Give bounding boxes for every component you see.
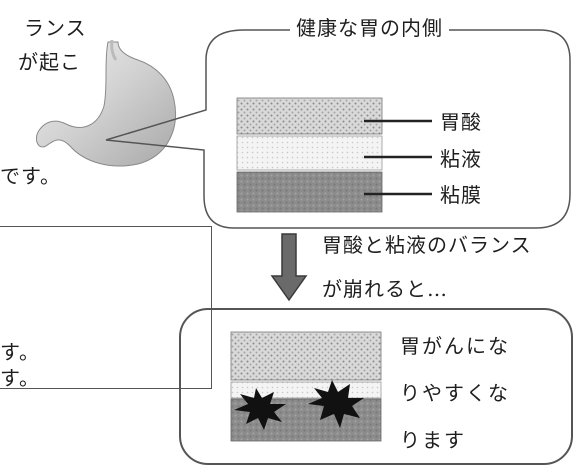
healthy-layer-diagram [236, 97, 432, 213]
layer-label-mucosa: 粘膜 [440, 183, 482, 207]
acid-layer [236, 97, 383, 135]
transition-caption: が崩れると… [322, 277, 448, 301]
result-text-line: ります [400, 428, 466, 452]
result-text-line: りやすくな [400, 381, 510, 405]
mucosa-layer [236, 171, 383, 213]
result-box [179, 308, 573, 465]
mucus-layer [236, 135, 383, 171]
down-arrow-icon [270, 233, 308, 302]
transition-caption: 胃酸と粘液のバランス [322, 233, 532, 257]
layer-label-acid: 胃酸 [440, 110, 482, 134]
damage-burst-icon [234, 388, 286, 430]
result-text-line: 胃がんにな [400, 334, 510, 358]
left-info-box [0, 226, 212, 389]
cut-text-fragment: す。 [0, 340, 40, 364]
stomach-illustration [35, 39, 176, 167]
damaged-mucus-layer [230, 381, 382, 399]
damaged-acid-layer [230, 331, 382, 381]
speech-balloon [105, 29, 571, 229]
layer-label-mucus: 粘液 [440, 147, 482, 171]
cut-text-fragment: す。 [0, 366, 40, 390]
cut-text-fragment: ランス [24, 16, 87, 40]
cut-text-fragment: です。 [0, 164, 61, 188]
balloon-title: 健康な胃の内側 [290, 18, 449, 38]
damage-burst-icon [308, 380, 364, 428]
cut-text-fragment: が起こ [18, 50, 81, 74]
